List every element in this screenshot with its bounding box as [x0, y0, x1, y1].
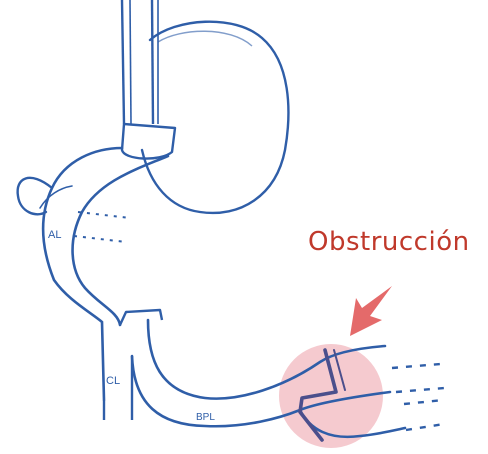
- label-cl: CL: [106, 375, 120, 387]
- dashed-continuation-2: [396, 388, 444, 392]
- stomach-inner-line: [158, 31, 252, 46]
- dotted-line-lower: [74, 236, 126, 242]
- blind-loop: [18, 178, 52, 214]
- obstruction-title: Obstrucción: [308, 227, 470, 257]
- dashed-continuation-1: [392, 364, 440, 368]
- label-bpl: BPL: [196, 412, 215, 423]
- esophagus-left-inner: [130, 0, 131, 124]
- dashed-continuation-3: [404, 400, 444, 404]
- esophagus-right: [152, 0, 153, 124]
- junction-cut: [120, 310, 162, 325]
- dotted-line-upper: [78, 212, 130, 218]
- stomach-outline: [142, 22, 288, 213]
- esophagus-left: [122, 0, 124, 124]
- dashed-continuation-4: [406, 424, 444, 430]
- label-al: AL: [48, 229, 61, 241]
- gastric-pouch: [122, 124, 175, 159]
- arrow-icon: [350, 286, 392, 336]
- alimentary-limb-outer: [43, 148, 122, 400]
